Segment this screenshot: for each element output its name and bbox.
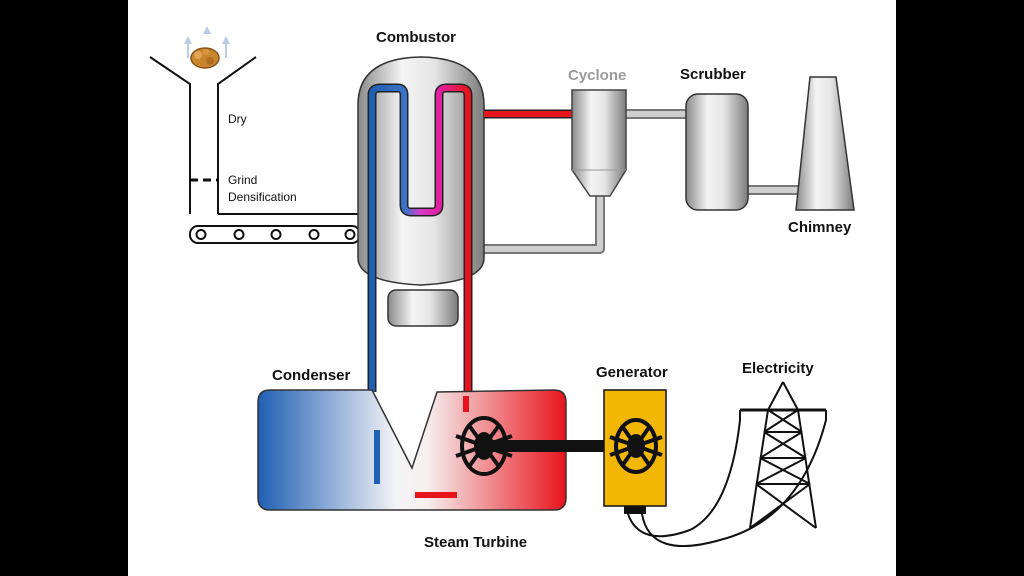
steam-turbine-label: Steam Turbine: [424, 534, 527, 551]
chimney-stack: [795, 76, 855, 211]
water-steam-loop: [367, 83, 473, 392]
dry-label: Dry: [228, 112, 247, 126]
densification-label: Densification: [228, 190, 297, 204]
power-cables: [627, 419, 827, 547]
generator-rotor-icon: [609, 418, 663, 474]
flue-gas-pipes: [477, 109, 803, 254]
scrubber-label: Scrubber: [680, 66, 746, 83]
cyclone-label: Cyclone: [568, 67, 626, 84]
chimney-label: Chimney: [788, 219, 852, 236]
feed-hopper: [149, 56, 257, 214]
cyclone-separator: [571, 89, 627, 197]
wood-chips-icon: [184, 26, 230, 69]
combustor-label: Combustor: [376, 29, 456, 46]
grind-label: Grind: [228, 173, 257, 187]
scrubber-unit: [685, 93, 749, 211]
condenser-label: Condenser: [272, 367, 351, 384]
combustor-vessel: [357, 56, 485, 327]
generator-label: Generator: [596, 364, 668, 381]
conveyor-belt: [189, 213, 362, 244]
turbine-rotor-icon: [455, 416, 513, 476]
electricity-label: Electricity: [742, 360, 814, 377]
